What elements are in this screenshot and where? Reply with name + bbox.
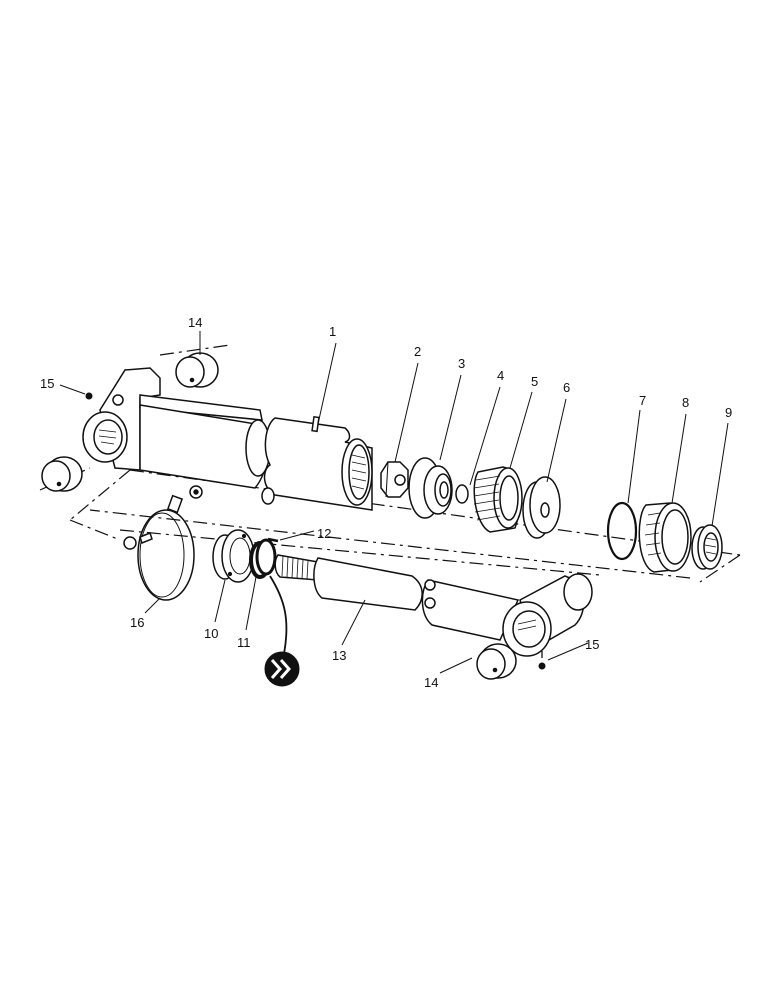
- callout-11: 11: [237, 635, 251, 650]
- end-cap-flange: [212, 529, 255, 583]
- bushing-left: [41, 456, 83, 492]
- callout-5: 5: [531, 374, 538, 389]
- bushing-lower: [476, 643, 517, 680]
- callout-6: 6: [563, 380, 570, 395]
- bushing-upper: [175, 352, 219, 388]
- piston-rod: [274, 554, 520, 641]
- callout-8: 8: [682, 395, 689, 410]
- callout-labels: 1 2 3 4 5 6 7 8 9 10 11 12 13 14 14 15 1…: [40, 315, 732, 690]
- callout-16: 16: [130, 615, 144, 630]
- o-ring-large: [606, 501, 638, 561]
- grease-fitting-lower: [538, 651, 546, 670]
- piston-washer: [522, 476, 561, 539]
- hex-nut: [380, 461, 409, 498]
- callout-12: 12: [317, 526, 331, 541]
- callout-14-upper: 14: [188, 315, 202, 330]
- chevron-tag: [264, 575, 300, 687]
- callout-14-lower: 14: [424, 675, 438, 690]
- callout-13: 13: [332, 648, 346, 663]
- callout-7: 7: [639, 393, 646, 408]
- callout-2: 2: [414, 344, 421, 359]
- callout-10: 10: [204, 626, 218, 641]
- callout-15-lower: 15: [585, 637, 599, 652]
- rod-eye-end: [502, 573, 593, 657]
- hose-clamp: [123, 494, 195, 601]
- small-nut: [189, 485, 203, 499]
- cylinder-barrel: [261, 415, 373, 511]
- grease-fitting-upper: [85, 392, 93, 400]
- callout-1: 1: [329, 324, 336, 339]
- set-screw: [267, 537, 279, 543]
- callout-15-upper: 15: [40, 376, 54, 391]
- o-ring-small: [455, 484, 469, 504]
- piston-retainer: [408, 457, 453, 519]
- gland-head: [638, 502, 692, 573]
- cylinder-base-end: [82, 367, 271, 489]
- rod-seal: [691, 524, 723, 570]
- callout-4: 4: [497, 368, 504, 383]
- callout-9: 9: [725, 405, 732, 420]
- piston: [473, 466, 523, 533]
- wiper-ring: [249, 538, 277, 579]
- leader-lines: [59, 331, 729, 674]
- callout-3: 3: [458, 356, 465, 371]
